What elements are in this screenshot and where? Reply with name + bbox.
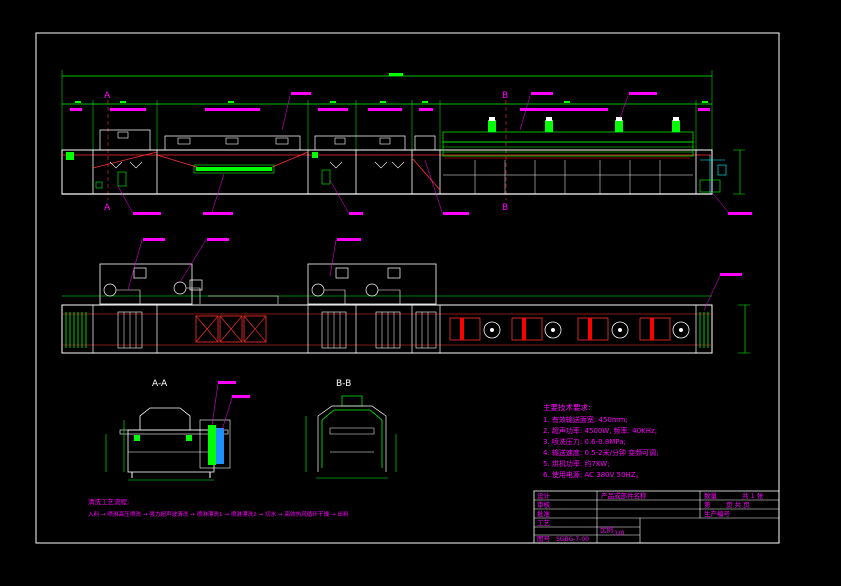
view-label-bb: B-B [336, 379, 351, 389]
drawing-frame [35, 32, 780, 544]
tb-quantity-label: 数量 [704, 491, 718, 500]
tb-scale-value: 1/0 [614, 529, 624, 537]
process-flow-text: 入料 → 喷淋高压喷洗 → 强力超声波清洗 → 喷淋漂洗1 → 喷淋漂洗2 → … [88, 510, 349, 518]
plan-view [61, 238, 750, 354]
process-title: 清洗工艺流程: [88, 497, 129, 506]
tb-design: 设计 [537, 491, 551, 500]
tb-sheet-label: 第 [704, 500, 711, 509]
front-elevation: A B A B [61, 70, 752, 215]
spec-line-5: 5. 烘机功率: 约7KW; [543, 459, 610, 468]
view-label-aa: A-A [152, 379, 168, 389]
section-bb: B-B [305, 379, 397, 479]
section-mark-a-bottom: A [104, 203, 111, 213]
tb-production-no-label: 生产编号 [704, 509, 731, 518]
tb-process: 工艺 [537, 519, 551, 527]
specs-block: 主要技术要求: 1. 有效输送面宽: 450mm; 2. 超声功率: 4500W… [543, 402, 659, 479]
spec-line-6: 6. 使用电源: AC 380V 50HZ。 [543, 470, 643, 479]
tb-product-name-label: 产品或部件名称 [601, 491, 647, 500]
spec-line-4: 4. 输送速度: 0.5-2米/分钟 变频可调; [543, 448, 659, 457]
specs-title: 主要技术要求: [543, 402, 591, 412]
section-aa: A-A [105, 379, 250, 481]
title-block: 设计 审核 批准 工艺 图号 SGBG-7-00 产品或部件名称 数量 共 1 … [533, 490, 780, 544]
spec-line-1: 1. 有效输送面宽: 450mm; [543, 415, 628, 424]
tb-drawing-no-value: SGBG-7-00 [556, 536, 589, 543]
tb-quantity-value: 共 1 张 [742, 491, 764, 500]
tb-drawing-no-label: 图号 [537, 535, 551, 543]
tb-approve: 批准 [537, 509, 551, 518]
section-mark-b-top: B [502, 91, 508, 101]
section-mark-b-bottom: B [502, 203, 508, 213]
tb-review: 审核 [537, 500, 551, 509]
tb-sheet-value: 页 共 页 [726, 500, 750, 509]
process-flow: 清洗工艺流程: 入料 → 喷淋高压喷洗 → 强力超声波清洗 → 喷淋漂洗1 → … [88, 497, 349, 518]
spec-line-3: 3. 喷洗压力: 0.6-0.8MPa; [543, 437, 626, 446]
tb-scale-label: 比例 [600, 525, 613, 534]
section-mark-a-top: A [104, 91, 111, 101]
spec-line-2: 2. 超声功率: 4500W, 频率: 40KHz; [543, 426, 657, 435]
